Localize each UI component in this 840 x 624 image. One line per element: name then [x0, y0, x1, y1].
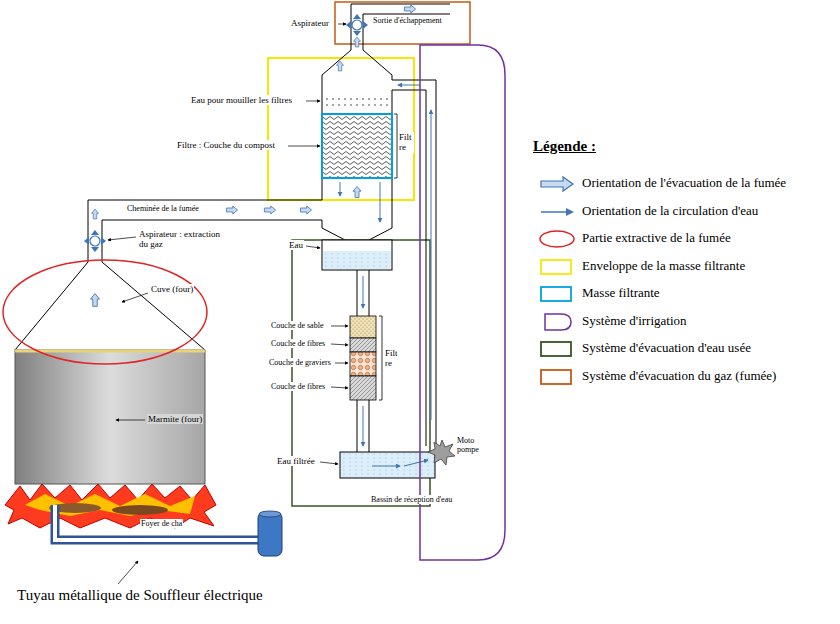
layer-label: Couche de graviers — [268, 358, 332, 367]
layer-label: Couche de fibres — [270, 382, 326, 391]
part-label: Eau filtrée — [276, 456, 316, 466]
part-label: Sortie d'échappement — [372, 16, 443, 25]
part-label: Aspirateur — [290, 18, 330, 28]
legend-swatch — [537, 339, 577, 359]
legend-row: Système d'évacuation du gaz (fumée) — [537, 367, 827, 389]
legend-row: Orientation de la circulation d'eau — [537, 202, 827, 224]
water-tank — [322, 240, 392, 270]
part-label: Foyer de cha — [140, 519, 183, 528]
blower-pipe — [55, 505, 258, 540]
exhaust-pipe — [351, 4, 450, 50]
layer-label: Couche de fibres — [270, 339, 326, 348]
layer-label: Couche de sable — [270, 321, 324, 330]
part-label: Aspirateur : extraction du gaz — [138, 229, 222, 250]
legend-text: Enveloppe de la masse filtrante — [582, 259, 745, 274]
legend-text: Orientation de l'évacuation de la fumée — [582, 176, 786, 191]
legend-row: Partie extractive de la fumée — [537, 229, 827, 251]
bracket-label: Filtre — [398, 132, 414, 153]
irrigation-pipe — [392, 80, 436, 446]
motor-pump — [428, 440, 455, 465]
extraction-zone — [3, 260, 207, 364]
legend-swatch — [537, 257, 577, 277]
legend-row: Système d'évacuation d'eau usée — [537, 339, 827, 361]
legend-row: Orientation de l'évacuation de la fumée — [537, 174, 827, 196]
legend-text: Système d'évacuation d'eau usée — [582, 341, 751, 356]
legend-row: Système d'irrigation — [537, 312, 827, 334]
filter-bracket — [394, 114, 397, 178]
irrigation-frame — [420, 45, 505, 560]
electric-blower — [258, 512, 282, 556]
leader-lines — [108, 24, 348, 584]
smoke-chimney — [88, 200, 322, 262]
fire — [5, 484, 216, 528]
filter-bracket — [379, 316, 382, 400]
legend-text: Système d'irrigation — [582, 314, 687, 329]
compost-filter — [322, 114, 392, 178]
part-label: Eau pour mouiller les filtres — [190, 95, 293, 105]
legend-text: Partie extractive de la fumée — [582, 231, 731, 246]
legend-swatch — [537, 174, 577, 194]
part-label: Bassin de réception d'eau — [370, 495, 453, 504]
part-label: Marmite (four) — [147, 414, 203, 424]
filter-housing — [322, 50, 392, 240]
pot — [15, 350, 205, 484]
caption-label: Tuyau métallique de Souffleur électrique — [16, 587, 264, 604]
legend-text: Système d'évacuation du gaz (fumée) — [582, 369, 776, 384]
legend-row: Enveloppe de la masse filtrante — [537, 257, 827, 279]
gas-system-frame — [335, 2, 470, 44]
bracket-label: Filtre — [384, 348, 400, 369]
legend-swatch — [537, 202, 577, 222]
legend-swatch — [537, 367, 577, 387]
part-label: Moto pompe — [456, 436, 490, 454]
aspirator-symbol — [346, 14, 368, 36]
part-label: Cheminée de la fumée — [126, 204, 200, 213]
legend-swatch — [537, 229, 577, 249]
wetting-water — [324, 94, 390, 110]
legend-heading: Légende : — [532, 138, 597, 155]
legend-row: Masse filtrante — [537, 284, 827, 306]
legend-text: Masse filtrante — [582, 286, 660, 301]
legend-swatch — [537, 312, 577, 332]
legend-text: Orientation de la circulation d'eau — [582, 204, 758, 219]
legend-swatch — [537, 284, 577, 304]
part-label: Cuve (four) — [150, 284, 194, 294]
sand-filter — [350, 316, 376, 400]
extraction-aspirator — [84, 230, 106, 252]
part-label: Eau — [288, 240, 304, 250]
part-label: Filtre : Couche du compost — [176, 140, 276, 150]
